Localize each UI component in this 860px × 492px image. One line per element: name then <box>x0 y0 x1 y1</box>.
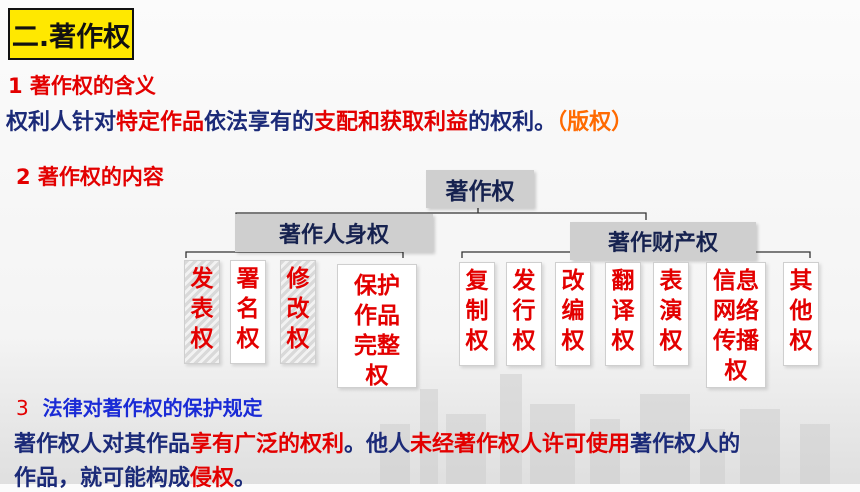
leaf-label: 其他权 <box>789 268 813 354</box>
law-text-3: 。他人 <box>344 432 411 457</box>
leaf-reproduction-right: 复制权 <box>459 262 495 366</box>
leaf-other-rights: 其他权 <box>783 262 819 366</box>
section-3-heading: 3 法律对著作权的保护规定 <box>16 392 263 421</box>
def-text-6: （版权） <box>556 110 634 135</box>
leaf-label: 信息网络传播权 <box>713 268 759 384</box>
def-text-2: 特定作品 <box>116 110 205 135</box>
leaf-modify-right: 修改权 <box>280 260 316 364</box>
definition-line: 权利人针对特定作品依法享有的支配和获取利益的权利。（版权） <box>6 104 633 136</box>
leaf-integrity-right: 保护作品完整权 <box>337 264 417 389</box>
law-text-6: 作品，就可能构成 <box>14 466 191 491</box>
law-text-1: 著作权人对其作品 <box>14 432 191 457</box>
law-text-7: 侵权 <box>190 466 235 491</box>
leaf-label: 保护作品完整权 <box>354 273 400 389</box>
leaf-network-right: 信息网络传播权 <box>706 262 766 388</box>
leaf-label: 发表权 <box>190 266 214 352</box>
leaf-label: 修改权 <box>286 266 310 352</box>
leaf-distribution-right: 发行权 <box>506 262 542 366</box>
section-3-title: 法律对著作权的保护规定 <box>42 396 263 420</box>
law-text-5: 著作权人的 <box>630 432 741 457</box>
def-text-5: 的权利。 <box>468 110 557 135</box>
tree-root-node: 著作权 <box>426 170 534 208</box>
law-line-1: 著作权人对其作品享有广泛的权利。他人未经著作权人许可使用著作权人的 <box>14 426 740 458</box>
leaf-label: 改编权 <box>561 268 585 354</box>
def-text-3: 依法享有的 <box>204 110 315 135</box>
slide-title: 二.著作权 <box>8 8 134 60</box>
law-text-4: 未经著作权人许可使用 <box>410 432 631 457</box>
def-text-4: 支配和获取利益 <box>314 110 469 135</box>
law-line-2: 作品，就可能构成侵权。 <box>14 460 256 492</box>
section-2-heading: 2 著作权的内容 <box>16 165 164 189</box>
leaf-label: 发行权 <box>512 268 536 354</box>
law-text-8: 。 <box>234 466 257 491</box>
leaf-performance-right: 表演权 <box>653 262 689 366</box>
leaf-label: 复制权 <box>465 268 489 354</box>
section-1-heading: 1 著作权的含义 <box>8 74 156 98</box>
leaf-label: 署名权 <box>236 266 260 352</box>
leaf-adaptation-right: 改编权 <box>555 262 591 366</box>
leaf-label: 表演权 <box>659 268 683 354</box>
leaf-label: 翻译权 <box>611 268 635 354</box>
law-text-2: 享有广泛的权利 <box>190 432 345 457</box>
leaf-attribution-right: 署名权 <box>230 260 266 364</box>
personal-rights-node: 著作人身权 <box>235 214 433 252</box>
leaf-translation-right: 翻译权 <box>605 262 641 366</box>
property-rights-node: 著作财产权 <box>570 222 756 260</box>
section-3-number: 3 <box>16 396 29 420</box>
leaf-publish-right: 发表权 <box>184 260 220 364</box>
def-text-1: 权利人针对 <box>6 110 117 135</box>
